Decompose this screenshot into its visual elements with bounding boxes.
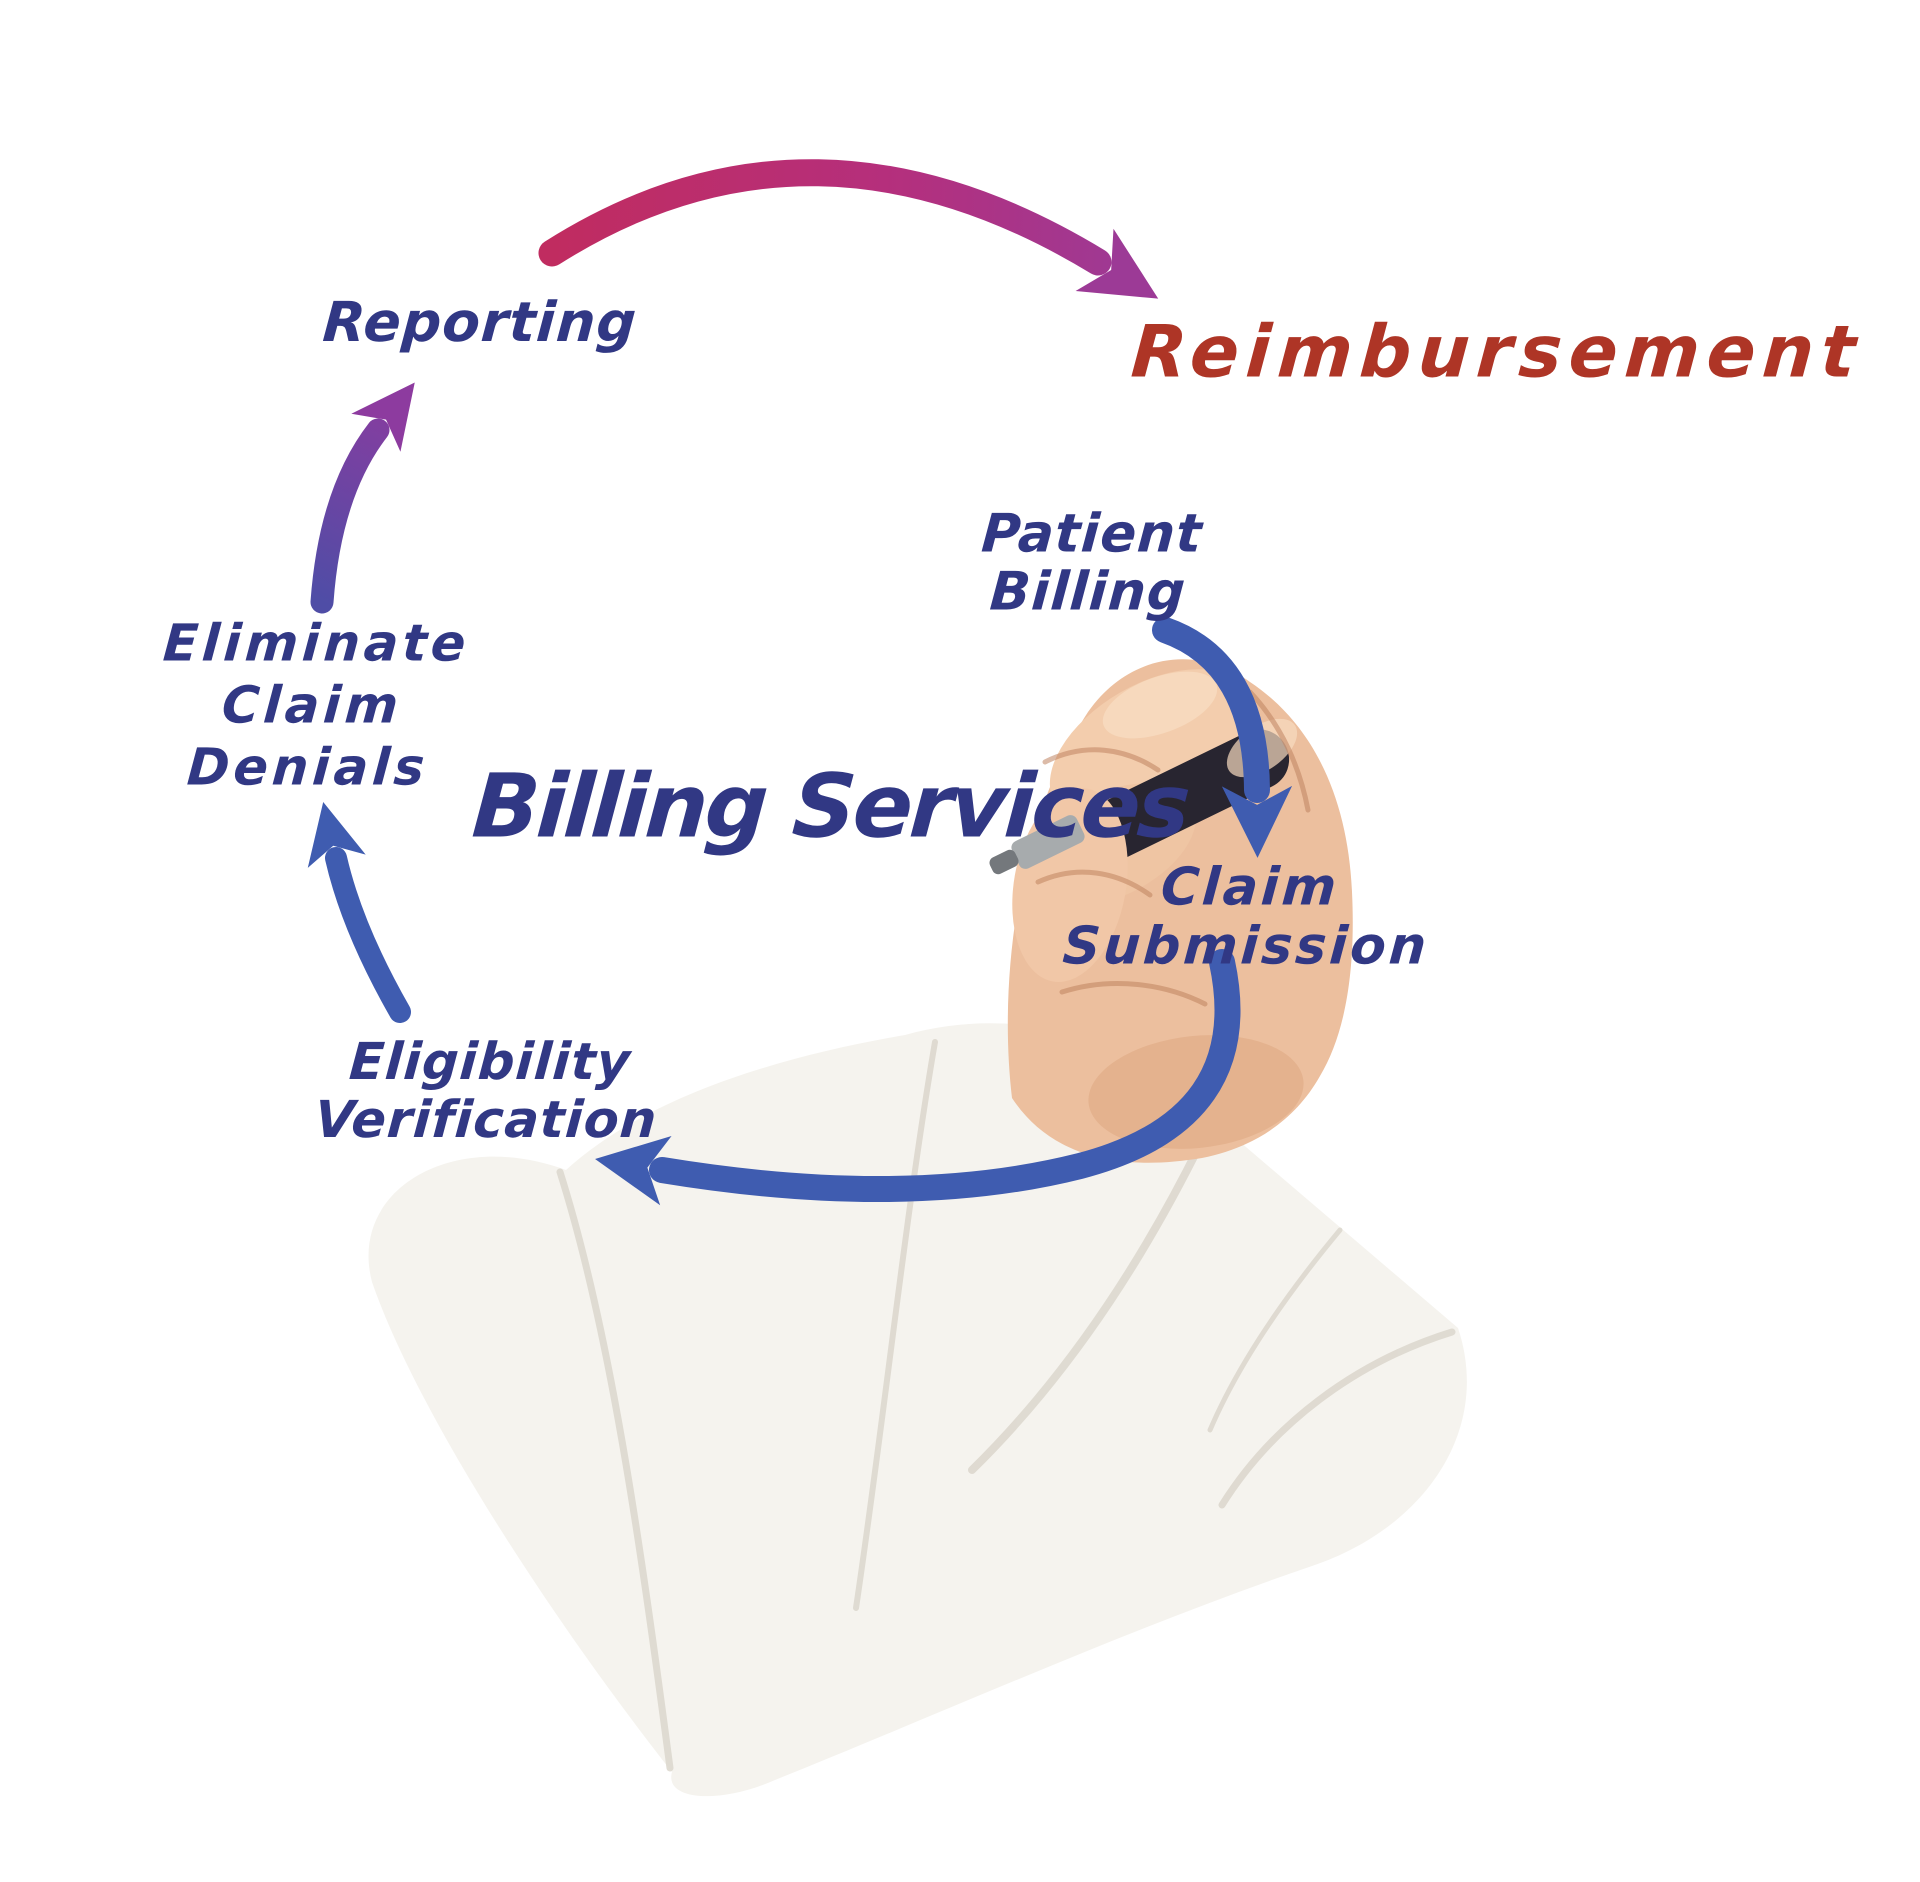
arrow-eliminate-claim-denials-to-reporting: [310, 382, 415, 614]
hand-creases: [1035, 689, 1311, 1007]
sleeve-folds: [556, 1039, 1456, 1772]
arm-photo: [368, 659, 1467, 1797]
arrow-patient-billing-to-claim-submission: [1152, 617, 1293, 858]
knuckle-highlight-1: [1102, 671, 1218, 739]
marker-nib: [989, 849, 1019, 875]
marker-ferrule: [1011, 815, 1085, 869]
shirt-sleeve: [368, 1023, 1467, 1797]
arrow-claim-submission-to-eligibility-verification: [595, 949, 1241, 1206]
arrow-reporting-to-reimbursement: [538, 159, 1159, 299]
arrow-eligibility-verification-to-eliminate-claim-denials: [307, 802, 411, 1023]
flow-arrows: [307, 159, 1293, 1206]
